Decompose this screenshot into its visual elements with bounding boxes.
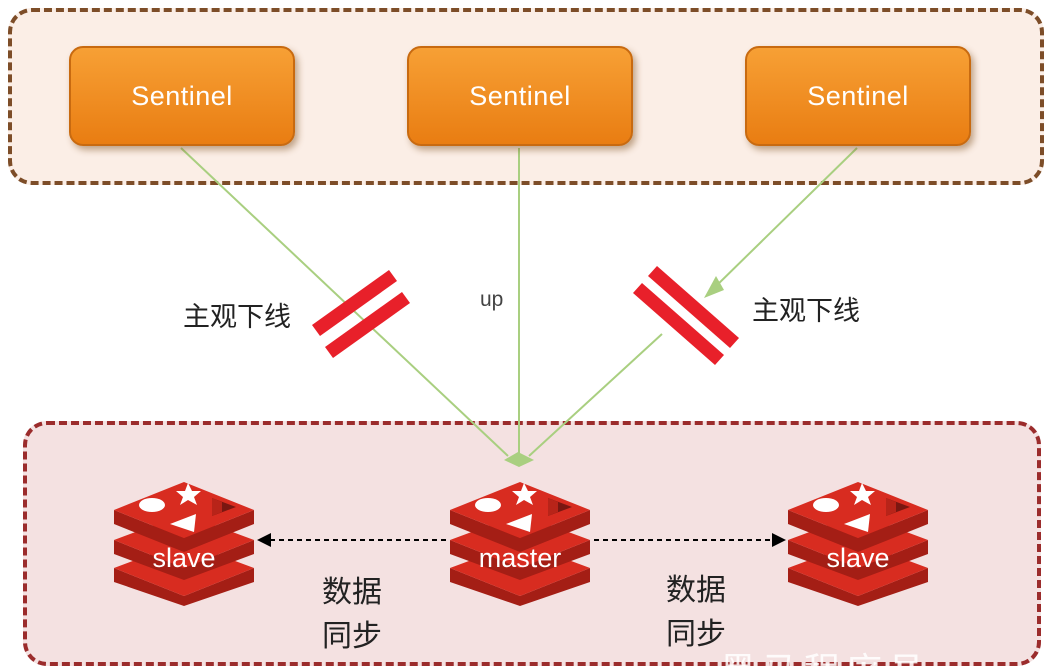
sentinel-node-1: Sentinel [69, 46, 295, 146]
redis-master-node: master [446, 476, 594, 606]
sync-label-line: 同步 [322, 619, 382, 654]
up-label: up [480, 288, 504, 311]
sync-label-line: 数据 [322, 575, 382, 610]
data-sync-label-right: 数据 同步 [651, 569, 741, 657]
redis-logo-icon [788, 482, 928, 606]
redis-logo-icon [450, 482, 590, 606]
redis-slave-node-left: slave [110, 476, 258, 606]
slave-label: slave [152, 543, 216, 573]
subjective-down-label-left: 主观下线 [183, 302, 291, 333]
disconnect-mark-left [312, 270, 410, 358]
sentinel-label: Sentinel [807, 80, 909, 111]
sentinel-label: Sentinel [131, 80, 233, 111]
link-arrowhead-master [504, 452, 534, 467]
link-line-right-lower [528, 333, 663, 457]
disconnect-mark-right [633, 266, 739, 365]
link-line-right-upper [711, 147, 858, 291]
slave-label: slave [826, 543, 890, 573]
subjective-down-label-right: 主观下线 [752, 296, 860, 327]
data-sync-label-left: 数据 同步 [307, 571, 397, 659]
redis-slave-node-right: slave [784, 476, 932, 606]
link-arrowhead-right [704, 276, 724, 298]
sync-label-line: 同步 [666, 617, 726, 652]
sync-arrowhead-left [257, 533, 271, 547]
sentinel-node-2: Sentinel [407, 46, 633, 146]
master-label: master [478, 543, 562, 573]
watermark: 黑马程序员 [720, 651, 931, 672]
sync-label-line: 数据 [666, 573, 726, 608]
sentinel-label: Sentinel [469, 80, 571, 111]
sentinel-node-3: Sentinel [745, 46, 971, 146]
sync-arrowhead-right [772, 533, 786, 547]
redis-logo-icon [114, 482, 254, 606]
